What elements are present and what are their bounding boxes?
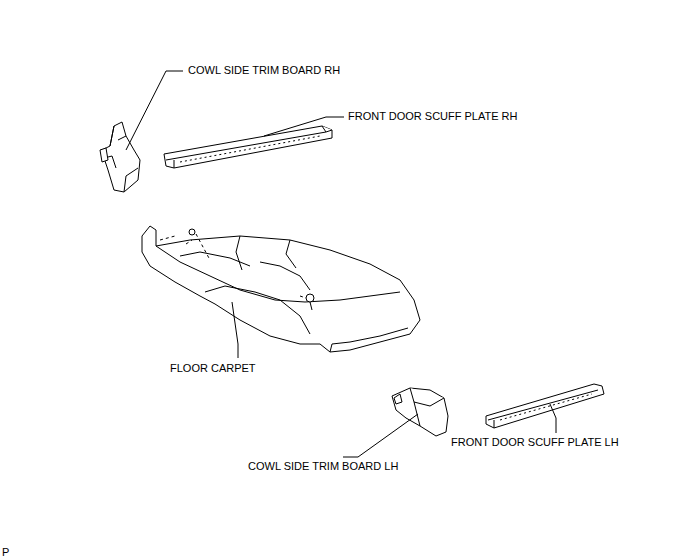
front-door-scuff-plate-rh [164,126,332,168]
front-door-scuff-plate-lh [486,384,604,428]
cowl-side-trim-lh [392,388,448,436]
part-label: COWL SIDE TRIM BOARD RH [187,64,341,77]
part-label: FLOOR CARPET [169,362,257,375]
cowl-side-trim-rh [100,122,140,192]
leader-lines [126,71,556,457]
floor-carpet [142,226,420,352]
figure-code: P [1,546,10,559]
part-label: FRONT DOOR SCUFF PLATE RH [347,110,519,123]
part-label: COWL SIDE TRIM BOARD LH [247,460,399,473]
part-label: FRONT DOOR SCUFF PLATE LH [450,436,620,449]
